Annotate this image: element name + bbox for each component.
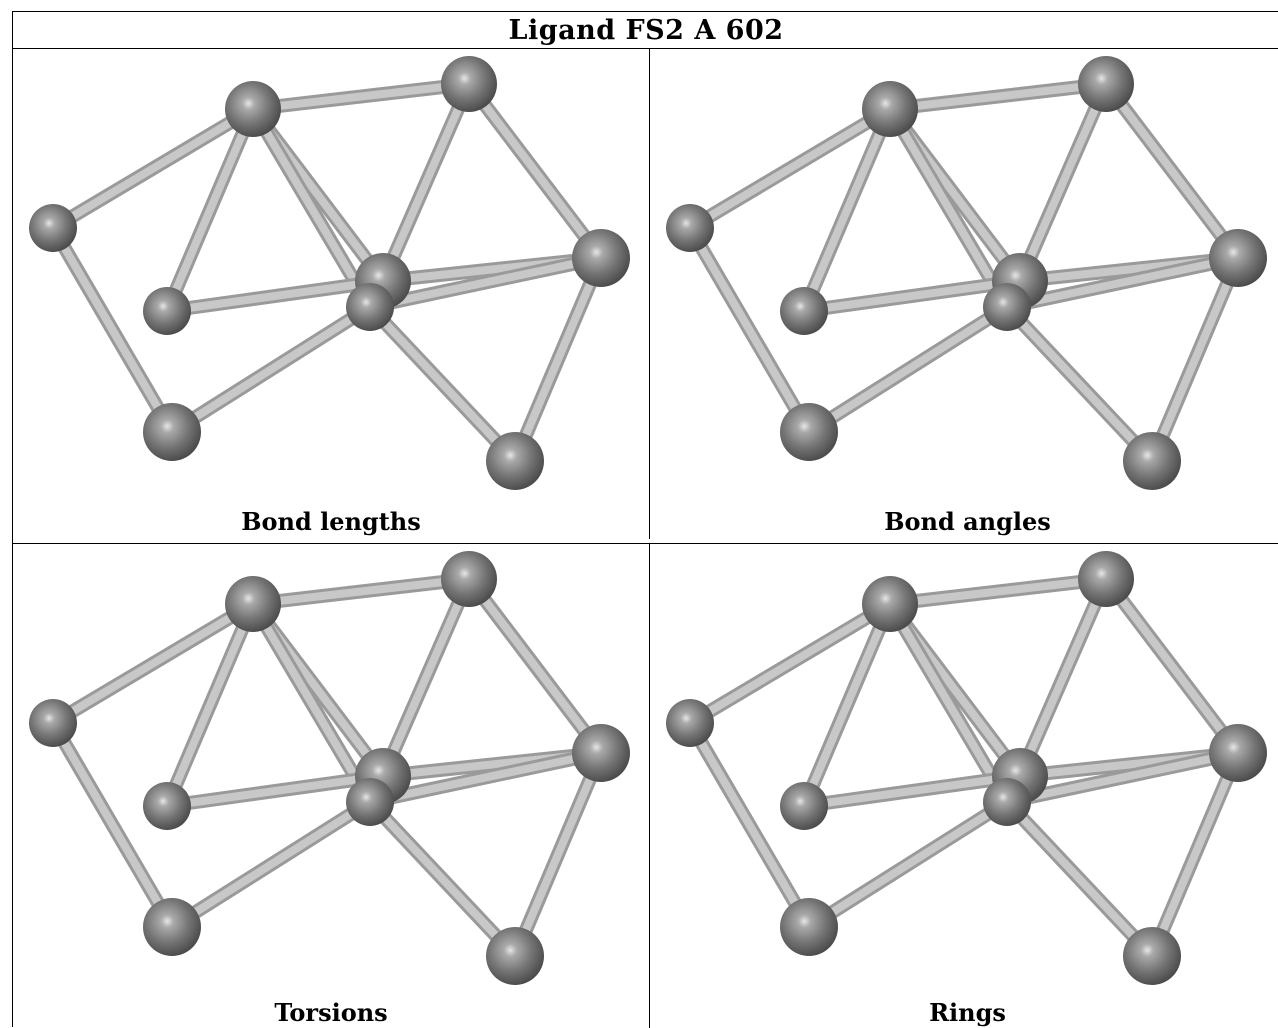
atom-sphere [780,287,828,335]
panel-bond-angles: Bond angles [649,49,1278,539]
atom-sphere [346,778,394,826]
atom-sphere [572,229,630,287]
bond-stick-highlight [49,224,176,436]
bond-stick-highlight [163,105,257,315]
caption-rings: Rings [929,998,1006,1027]
atom-sphere [441,56,497,112]
ligand-figure-table: Ligand FS2 A 602 Bond lengths Bond angle… [12,11,1278,1028]
atom-sphere [143,403,201,461]
bond-stick-highlight [800,105,894,315]
atom-sphere [225,81,281,137]
bond-stick-highlight [49,600,257,727]
bond-stick-highlight [1003,749,1242,806]
bond-stick-highlight [1016,575,1110,780]
bond-stick-highlight [886,575,1110,608]
bond-stick-highlight [168,303,374,436]
molecule-render-bond-lengths [29,56,630,490]
atom-sphere [1123,927,1181,985]
title-row: Ligand FS2 A 602 [13,12,1278,49]
bond-stick-highlight [1148,749,1242,960]
bond-stick-highlight [805,798,1011,931]
bond-stick-highlight [511,254,605,465]
atom-sphere [1078,56,1134,112]
molecule-render-torsions [29,551,630,985]
bond-stick-highlight [366,798,519,960]
bond-stick-highlight [168,798,374,931]
atom-sphere [486,927,544,985]
bond-stick-highlight [379,575,473,780]
bond-stick-highlight [465,80,605,262]
bond-stick-highlight [886,80,1110,113]
bond-stick-highlight [686,719,813,931]
atom-sphere [225,576,281,632]
atom-sphere [666,204,714,252]
bond-stick-highlight [49,719,176,931]
atom-sphere [666,699,714,747]
atom-sphere [780,782,828,830]
bond-stick-highlight [511,749,605,960]
molecule-render-bond-angles [666,56,1267,490]
bond-stick-highlight [366,254,605,311]
atom-sphere [1123,432,1181,490]
atom-sphere [780,403,838,461]
atom-sphere [1209,724,1267,782]
panel-rings: Rings [649,543,1278,1028]
atom-sphere [143,287,191,335]
bond-stick-highlight [686,105,894,232]
bond-stick-highlight [465,575,605,757]
bond-stick-highlight [1148,254,1242,465]
atom-sphere [1209,229,1267,287]
atom-sphere [441,551,497,607]
atom-sphere [486,432,544,490]
bond-stick-highlight [366,749,605,806]
bond-stick-highlight [249,575,473,608]
bond-stick-highlight [800,277,1024,315]
bond-stick-highlight [800,772,1024,810]
bond-stick-highlight [1003,303,1156,465]
atom-sphere [1078,551,1134,607]
bond-stick-highlight [366,303,519,465]
bond-stick-highlight [886,600,1011,806]
atom-sphere [29,699,77,747]
panel-bond-lengths: Bond lengths [13,49,649,539]
atom-sphere [780,898,838,956]
caption-bond-angles: Bond angles [884,507,1051,536]
caption-bond-lengths: Bond lengths [241,507,421,536]
bond-stick-highlight [1102,575,1242,757]
bond-stick-highlight [163,772,387,810]
caption-torsions: Torsions [274,998,388,1027]
atom-sphere [29,204,77,252]
atom-sphere [143,898,201,956]
atom-sphere [572,724,630,782]
molecule-render-rings [666,551,1267,985]
bond-stick-highlight [686,600,894,727]
bond-stick-highlight [249,105,374,311]
bond-stick-highlight [379,80,473,285]
bond-stick-highlight [686,224,813,436]
atom-sphere [346,283,394,331]
atom-sphere [862,81,918,137]
atom-sphere [862,576,918,632]
panel-torsions: Torsions [13,543,649,1028]
bond-stick-highlight [163,277,387,315]
bond-stick-highlight [163,600,257,810]
bond-stick-highlight [1102,80,1242,262]
bond-stick-highlight [249,600,374,806]
bond-stick-highlight [805,303,1011,436]
atom-sphere [143,782,191,830]
bond-stick-highlight [249,80,473,113]
bond-stick-highlight [800,600,894,810]
bond-stick-highlight [49,105,257,232]
atom-sphere [983,778,1031,826]
figure-title: Ligand FS2 A 602 [508,14,784,46]
bond-stick-highlight [1016,80,1110,285]
atom-sphere [983,283,1031,331]
bond-stick-highlight [886,105,1011,311]
bond-stick-highlight [1003,798,1156,960]
bond-stick-highlight [1003,254,1242,311]
